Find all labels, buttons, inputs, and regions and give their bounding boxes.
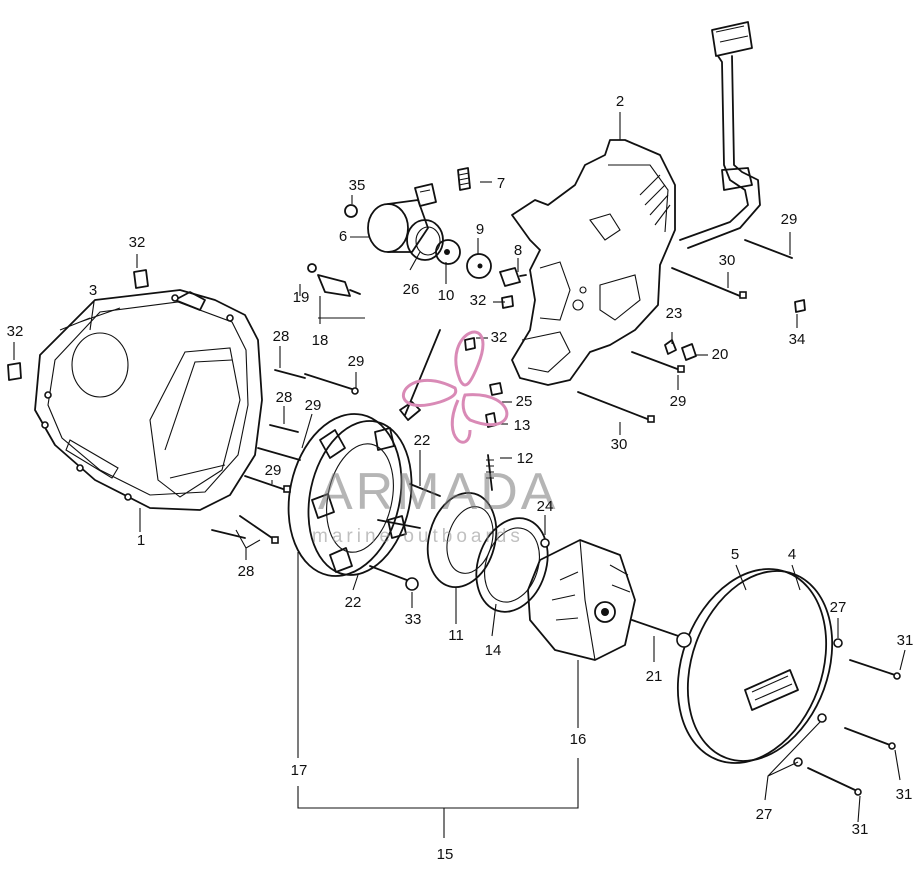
callout-label: 28 xyxy=(272,328,290,345)
watermark-title: ARMADA xyxy=(318,463,559,521)
starter-clutch xyxy=(527,539,636,661)
callout-label: 27 xyxy=(829,599,847,616)
callout-label: 34 xyxy=(788,331,806,348)
callout-label: 7 xyxy=(496,175,506,192)
wiring-harness-cable xyxy=(679,21,761,249)
callout-label: 20 xyxy=(711,346,729,363)
callout-label: 22 xyxy=(413,432,431,449)
callout-label: 23 xyxy=(665,305,683,322)
callout-label: 35 xyxy=(348,177,366,194)
pulse-generator-group xyxy=(307,167,527,297)
callout-label: 10 xyxy=(437,287,455,304)
callout-label: 31 xyxy=(895,786,913,803)
callout-label: 18 xyxy=(311,332,329,349)
callout-label: 32 xyxy=(469,292,487,309)
callout-label: 2 xyxy=(615,93,625,110)
callout-label: 24 xyxy=(536,498,554,515)
callout-label: 3 xyxy=(88,282,98,299)
callout-label: 32 xyxy=(128,234,146,251)
callout-label: 29 xyxy=(780,211,798,228)
callout-label: 31 xyxy=(851,821,869,838)
callout-label: 29 xyxy=(347,353,365,370)
callout-label: 30 xyxy=(610,436,628,453)
callout-label: 5 xyxy=(730,546,740,563)
generator-cover xyxy=(631,568,901,796)
callout-label: 16 xyxy=(569,731,587,748)
callout-label: 22 xyxy=(344,594,362,611)
callout-label: 21 xyxy=(645,668,663,685)
callout-label: 29 xyxy=(264,462,282,479)
leader-lines xyxy=(13,112,906,838)
callout-label: 27 xyxy=(755,806,773,823)
callout-label: 17 xyxy=(290,762,308,779)
callout-label: 13 xyxy=(513,417,531,434)
callout-label: 30 xyxy=(718,252,736,269)
callout-label: 8 xyxy=(513,242,523,259)
rotor-and-gasket xyxy=(369,454,550,613)
callout-label: 26 xyxy=(402,281,420,298)
armada-logo-icon xyxy=(401,330,509,444)
stator-assembly xyxy=(287,329,441,577)
callout-label: 28 xyxy=(275,389,293,406)
callout-label: 14 xyxy=(484,642,502,659)
right-crankcase-cover xyxy=(511,139,676,386)
callout-label: 33 xyxy=(404,611,422,628)
left-crankcase-cover xyxy=(34,289,263,511)
callout-label: 32 xyxy=(6,323,24,340)
callout-label: 29 xyxy=(304,397,322,414)
callout-label: 25 xyxy=(515,393,533,410)
callout-label: 4 xyxy=(787,546,797,563)
callout-label: 1 xyxy=(136,532,146,549)
callout-label: 15 xyxy=(436,846,454,863)
callout-label: 11 xyxy=(448,627,464,644)
callout-label: 6 xyxy=(338,228,348,245)
right-cover-bolts xyxy=(464,239,806,428)
watermark-subtitle: marine outboards xyxy=(312,526,524,547)
callout-label: 12 xyxy=(516,450,534,467)
callout-label: 29 xyxy=(669,393,687,410)
callout-label: 32 xyxy=(490,329,508,346)
callout-label: 19 xyxy=(292,289,310,306)
dowel-pins xyxy=(7,269,149,381)
callout-label: 9 xyxy=(475,221,485,238)
callout-label: 31 xyxy=(896,632,914,649)
callout-label: 28 xyxy=(237,563,255,580)
